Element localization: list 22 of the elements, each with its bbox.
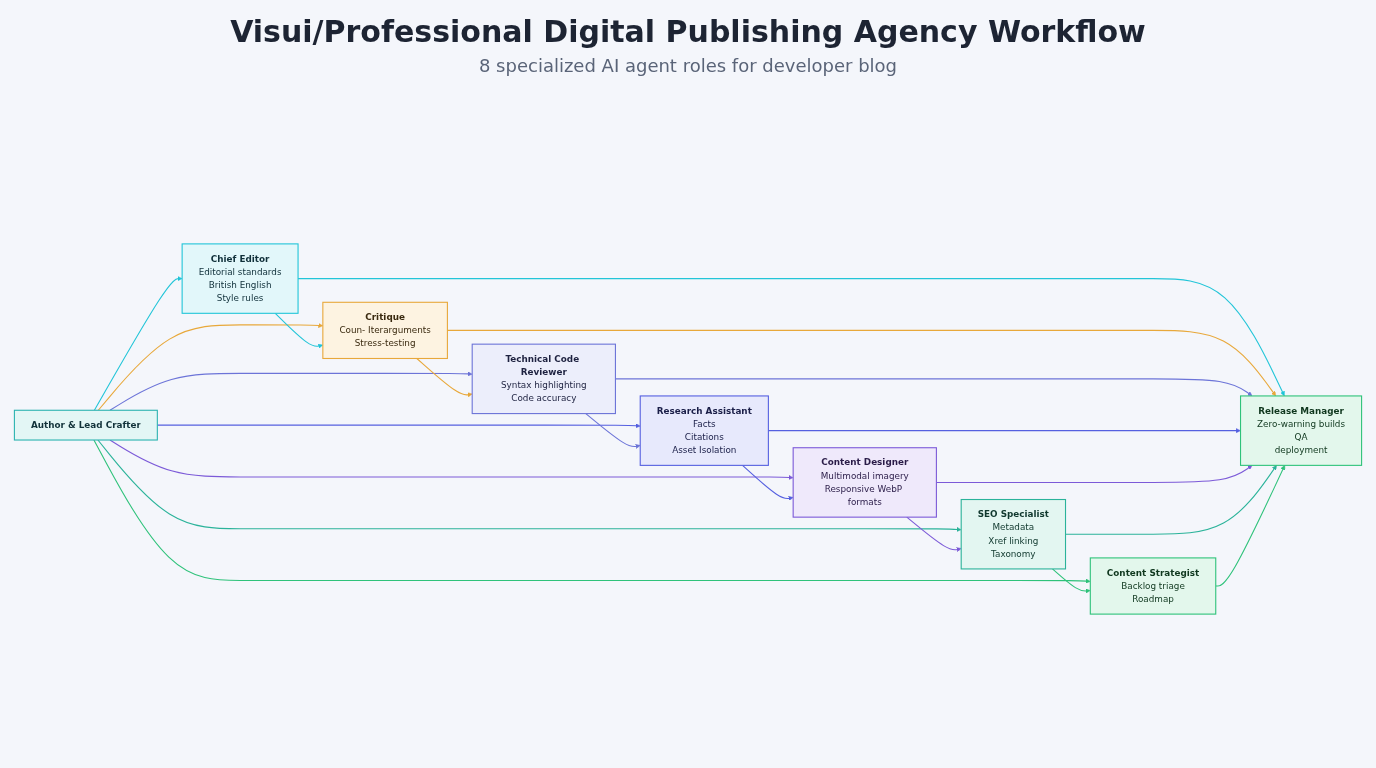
- arrow: [109, 439, 794, 480]
- node-box: Chief Editor Editorial standards British English Style rules: [181, 243, 299, 314]
- node-box: Technical Code Reviewer Syntax highlighting Code accuracy: [471, 343, 616, 415]
- arrow: [97, 439, 962, 532]
- node-box: Critique Coun- Iterarguments Stress-testing: [322, 301, 448, 360]
- arrow: [1215, 465, 1286, 587]
- arrow: [93, 276, 183, 411]
- node-box: Release Manager Zero-warning builds QA deployment: [1240, 395, 1363, 466]
- node-box: SEO Specialist Metadata Xref linking Taxonomy: [960, 498, 1067, 570]
- node-box: Content Strategist Backlog triage Roadmap: [1089, 557, 1217, 615]
- caption: 8 specialized AI agent roles for developer blog: [478, 55, 898, 76]
- arrow: [585, 413, 641, 449]
- arrow: [742, 464, 794, 501]
- title: Visui/Professional Digital Publishing Agency Workflow: [230, 14, 1146, 49]
- node-box: Author & Lead Crafter: [13, 409, 158, 441]
- arrow: [906, 516, 962, 552]
- arrow: [1051, 568, 1091, 594]
- node-box: Content Designer Multimodal imagery Responsive WebP formats: [792, 447, 937, 518]
- node-box: Research Assistant Facts Citations Asset Isolation: [639, 395, 769, 466]
- arrow: [109, 371, 473, 411]
- arrow: [416, 357, 473, 398]
- arrow: [93, 439, 1091, 584]
